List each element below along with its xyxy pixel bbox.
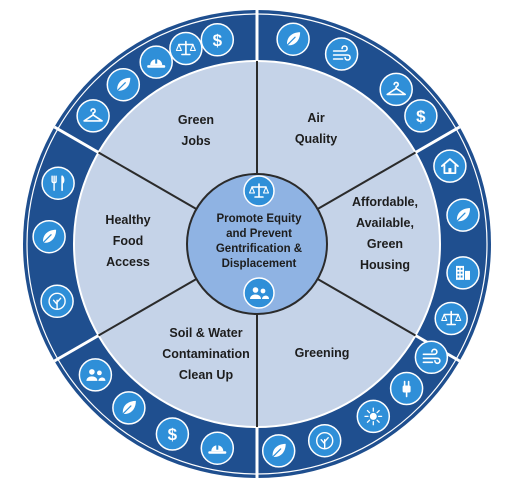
segment-label-line: Food <box>113 234 144 248</box>
segment-label-line: Healthy <box>105 213 150 227</box>
leaf-icon <box>446 198 480 232</box>
leaf-icon <box>112 391 146 425</box>
segment-divider <box>317 278 416 337</box>
tree-icon <box>40 284 74 319</box>
hardhat-icon <box>200 431 235 465</box>
segment-label-line: Air <box>307 111 325 125</box>
segment-label-line: Housing <box>360 258 410 272</box>
segment-label-line: Green <box>178 113 214 127</box>
leaf-icon <box>261 434 296 468</box>
center-title-line: and Prevent <box>226 228 292 240</box>
hardhat-icon <box>139 45 173 79</box>
ring-icons: $ $ $ <box>32 22 480 468</box>
segment-label-line: Quality <box>295 132 337 146</box>
ring-divider <box>414 125 461 154</box>
hanger-icon <box>76 99 110 133</box>
dollar-icon: $ <box>404 99 438 133</box>
scales-icon <box>243 175 275 207</box>
segment-label-line: Greening <box>295 346 350 360</box>
plug-icon <box>389 371 424 406</box>
segment-divider <box>98 278 197 337</box>
center-circle <box>186 173 328 315</box>
people-icon <box>243 277 275 309</box>
segment-label-line: Access <box>106 255 150 269</box>
scales-icon <box>169 31 203 66</box>
people-icon <box>78 358 113 392</box>
ring-divider <box>53 334 100 363</box>
leaf-icon <box>32 219 66 254</box>
center-title-line: Promote Equity <box>217 213 303 225</box>
home-icon <box>433 149 467 183</box>
utensils-icon <box>41 166 75 200</box>
segment-label-line: Available, <box>356 216 414 230</box>
svg-text:$: $ <box>168 425 178 444</box>
dollar-icon: $ <box>155 417 190 451</box>
building-icon <box>446 256 480 290</box>
wind-icon <box>324 37 359 71</box>
scales-icon <box>434 301 468 336</box>
svg-text:$: $ <box>213 31 223 50</box>
leaf-icon <box>276 22 310 56</box>
wind-icon <box>414 340 449 375</box>
segment-dividers <box>98 61 416 427</box>
svg-text:$: $ <box>416 107 426 126</box>
dollar-icon: $ <box>200 23 235 57</box>
segment-label-line: Clean Up <box>179 368 234 382</box>
segment-label-line: Soil & Water <box>169 326 242 340</box>
segment-label-line: Affordable, <box>352 195 418 209</box>
ring-divider <box>53 125 100 154</box>
segment-label-greening: Greening <box>295 346 350 360</box>
segment-label-line: Contamination <box>162 347 250 361</box>
tree-icon <box>307 423 342 458</box>
segment-label-line: Green <box>367 237 403 251</box>
hanger-icon <box>379 72 413 107</box>
leaf-icon <box>106 67 141 102</box>
segment-divider <box>317 151 416 210</box>
center-title-line: Displacement <box>222 258 297 270</box>
segment-divider <box>98 151 197 210</box>
sun-icon <box>356 399 391 434</box>
center-title-line: Gentrification & <box>216 243 302 255</box>
segment-label-line: Jobs <box>181 134 210 148</box>
